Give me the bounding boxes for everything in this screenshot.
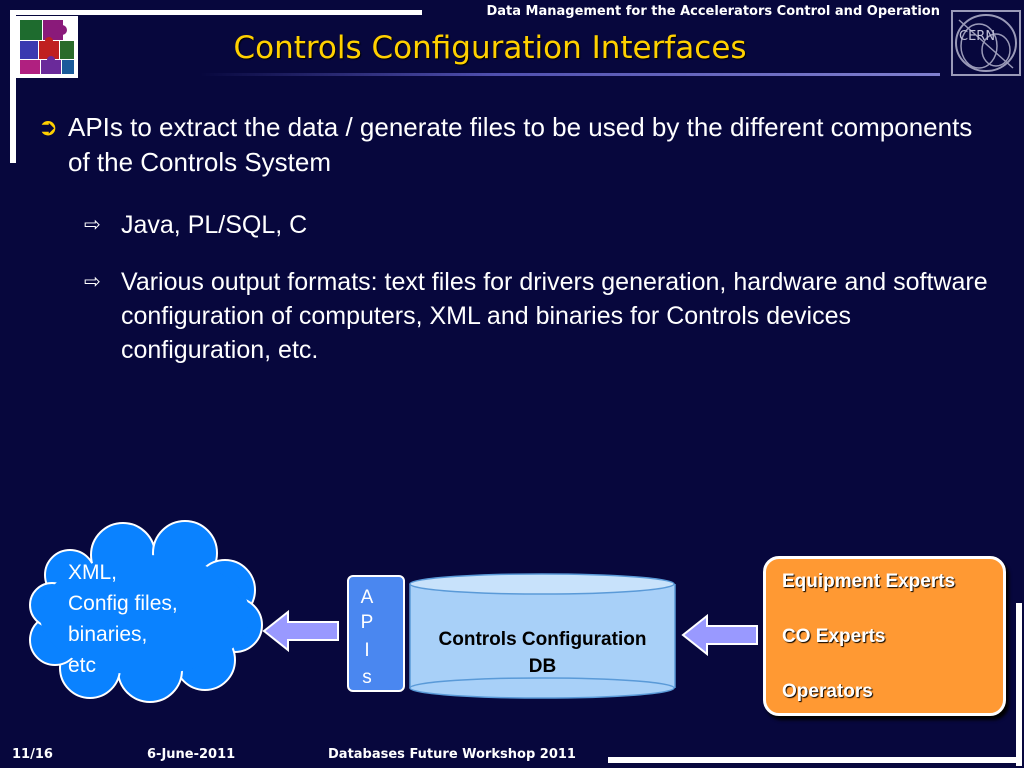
sub-bullet-formats: ⇨ Various output formats: text files for… [84, 265, 1004, 367]
users-box [763, 556, 1006, 716]
apis-box [347, 575, 405, 692]
user-role: Equipment Experts [782, 571, 956, 592]
cloud-line: Config files, [68, 592, 178, 615]
frame-left-bar [10, 10, 16, 163]
frame-right-bar [1016, 603, 1022, 766]
frame-bottom-bar [608, 757, 1022, 763]
title-underline [200, 73, 940, 76]
apis-letter: P [360, 612, 374, 633]
apis-letter: s [362, 667, 372, 688]
db-label-line: DB [528, 656, 557, 677]
user-role: CO Experts [782, 626, 886, 647]
slide-title: Controls Configuration Interfaces [233, 30, 747, 66]
cloud-line: binaries, [68, 623, 148, 646]
db-label-line: Controls Configuration [438, 629, 647, 650]
apis-letter: I [364, 640, 370, 661]
cern-logo-icon: CERN [951, 10, 1021, 76]
curved-arrow-icon: ➲ [38, 114, 59, 141]
footer-event: Databases Future Workshop 2011 [328, 747, 576, 762]
user-role: Operators [782, 681, 873, 702]
sub-bullet-text: Java, PL/SQL, C [121, 211, 308, 239]
hollow-arrow-icon: ⇨ [84, 214, 101, 236]
main-bullet: ➲ APIs to extract the data / generate fi… [38, 110, 998, 180]
event-title: Data Management for the Accelerators Con… [486, 4, 940, 19]
db-label: Controls Configuration DB [410, 626, 675, 680]
footer-date: 6-June-2011 [147, 747, 236, 762]
db-cylinder [409, 573, 676, 699]
apis-letter: A [360, 587, 374, 608]
puzzle-logo-icon [16, 16, 78, 78]
hollow-arrow-icon: ⇨ [84, 271, 101, 293]
sub-bullet-languages: ⇨ Java, PL/SQL, C [84, 208, 1004, 242]
footer-page-number: 11/16 [12, 747, 53, 762]
left-arrow-to-cloud [262, 609, 339, 653]
cloud-line: etc [68, 654, 97, 677]
main-bullet-text: APIs to extract the data / generate file… [68, 112, 973, 177]
cloud-label: XML, Config files, binaries, etc [68, 557, 218, 681]
left-arrow-to-db [681, 613, 758, 657]
sub-bullet-text: Various output formats: text files for d… [121, 268, 988, 364]
frame-top-bar [10, 10, 422, 15]
cloud-line: XML, [68, 561, 118, 584]
cern-logo-text: CERN [959, 29, 995, 44]
